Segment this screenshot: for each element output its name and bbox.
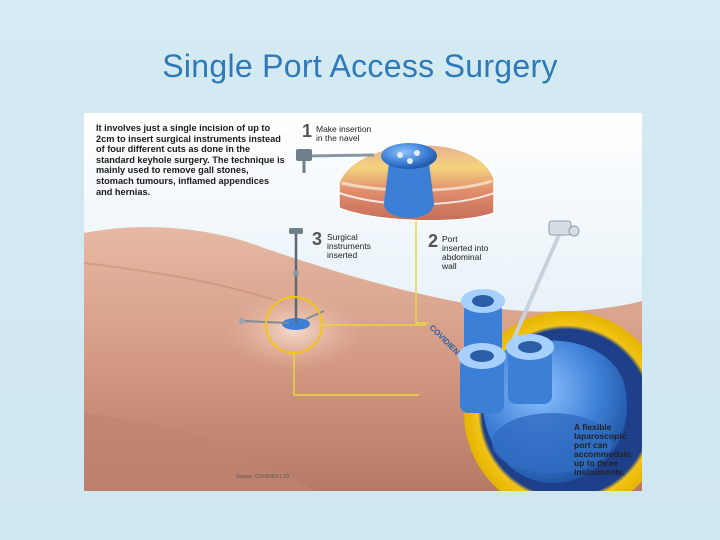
source-credit: Source: COVIDIEN LTD [236,474,290,480]
port-note: A flexible laparoscopic port can accommo… [574,423,631,477]
surgery-illustration: It involves just a single incision of up… [84,113,642,491]
step-2-line3: abdominal [442,252,482,262]
port-note-line2: laparoscopic [574,431,627,441]
step-3-line3: inserted [327,250,358,260]
step-3-number: 3 [312,229,323,249]
step-1-number: 1 [302,121,313,141]
illustration-graphic [84,113,642,491]
step-3-label: Surgical instruments inserted [327,233,371,260]
port-note-line6: instruments. [574,467,626,477]
step-3-line1: Surgical [327,232,358,242]
step-2-line4: wall [442,261,457,271]
step-2-line1: Port [442,234,458,244]
slide-title: Single Port Access Surgery [162,48,558,84]
step-2-number: 2 [428,231,439,251]
port-note-line4: accommodate [574,449,632,459]
step-1-line1: Make insertion [316,124,372,134]
port-note-line3: port can [574,440,608,450]
step-2-label: Port inserted into abdominal wall [442,235,488,271]
port-note-line1: A flexible [574,422,612,432]
intro-text: It involves just a single incision of up… [96,123,285,197]
step-1-line2: in the navel [316,133,360,143]
step-3-line2: instruments [327,241,371,251]
step-1-label: Make insertion in the navel [316,125,371,143]
port-note-line5: up to three [574,458,618,468]
step-2-line2: inserted into [442,243,489,253]
